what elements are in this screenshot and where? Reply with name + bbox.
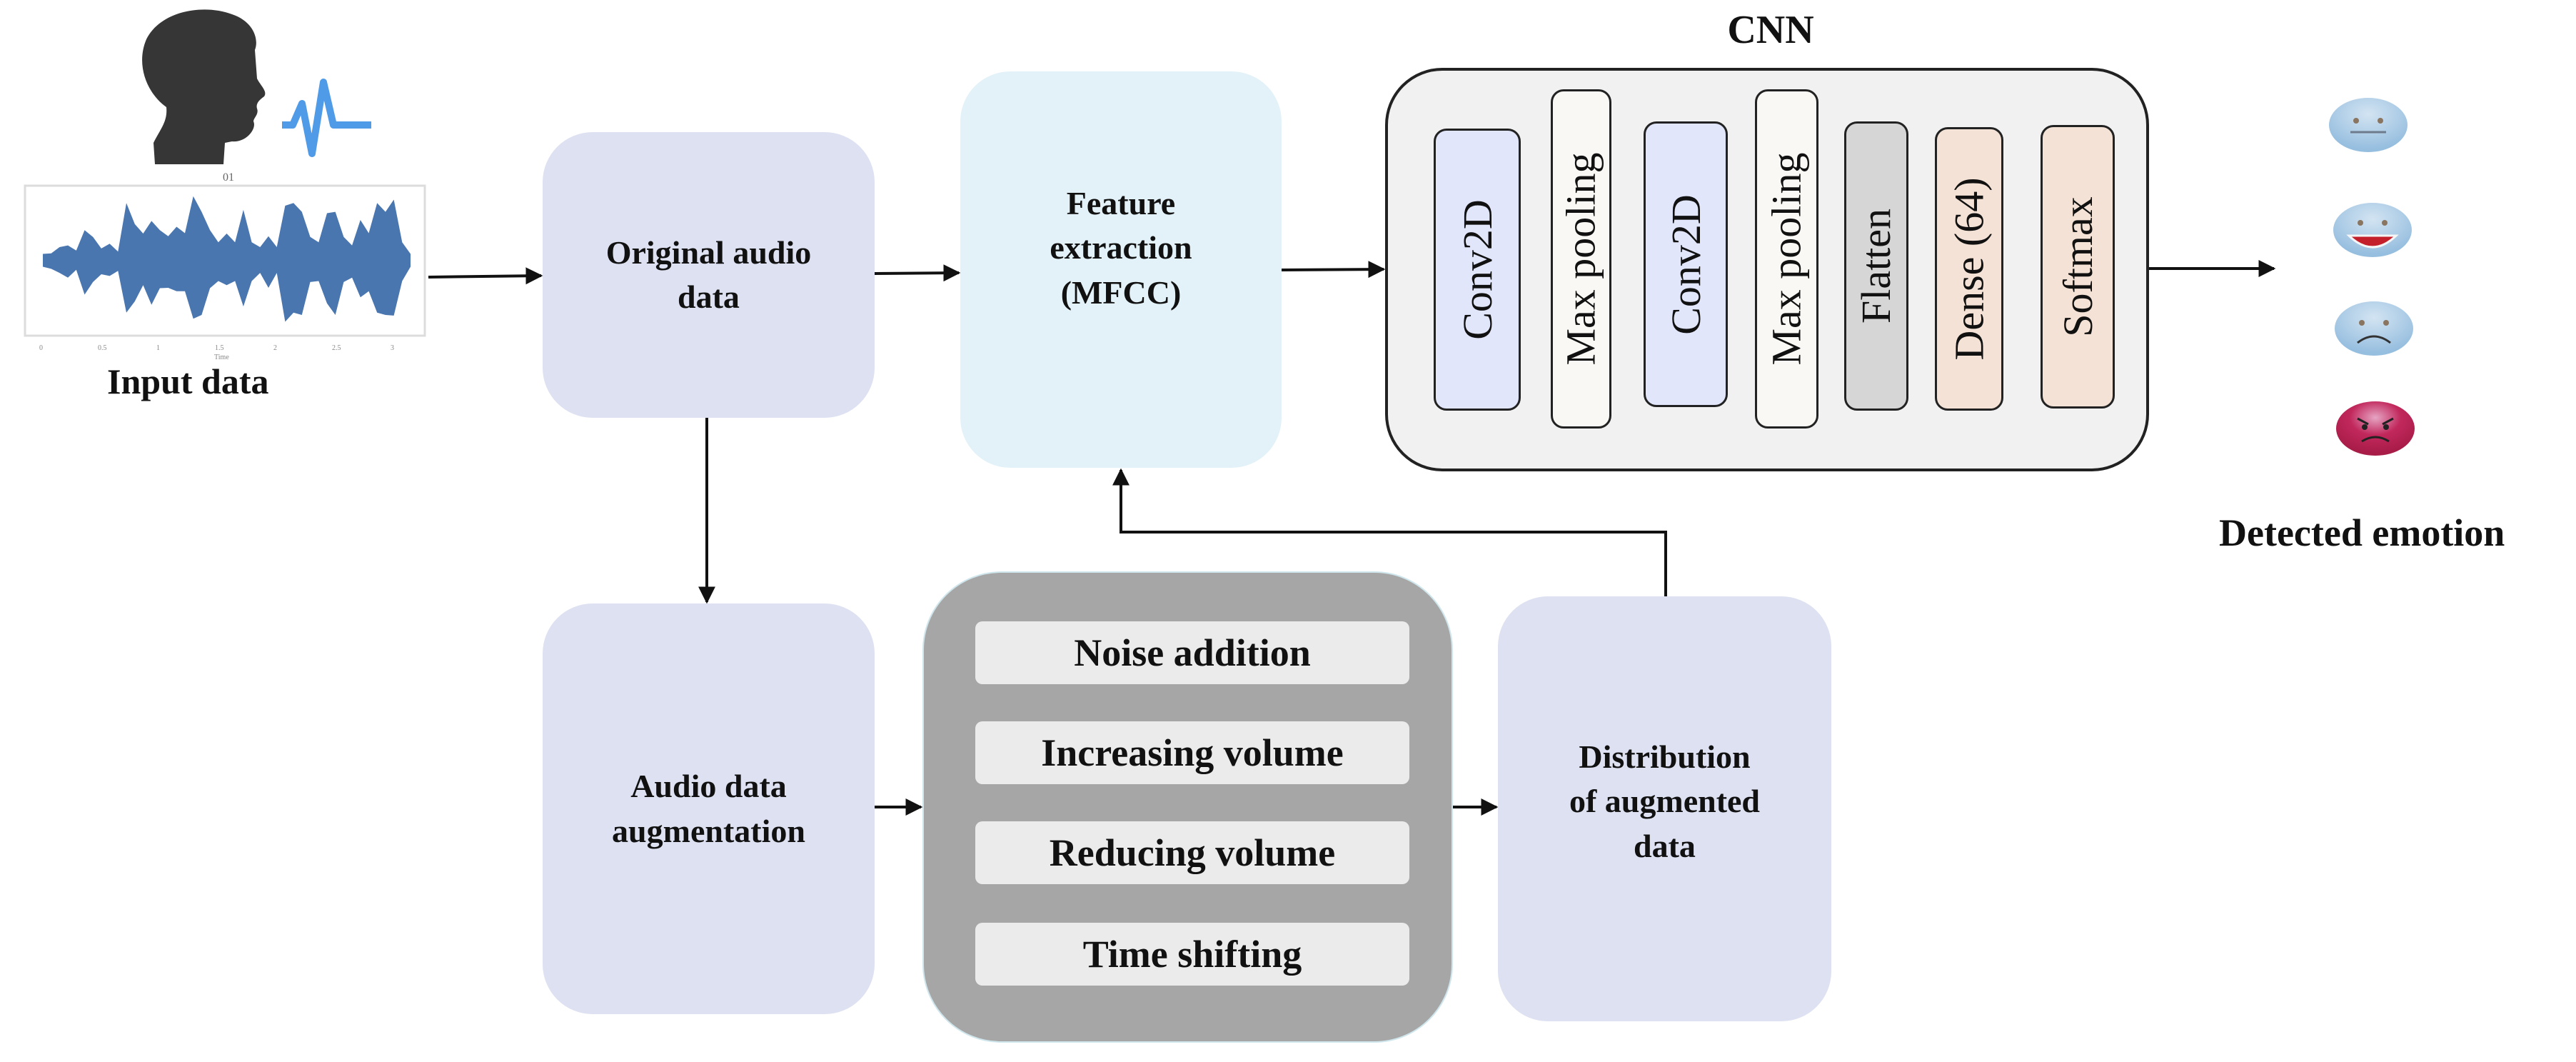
- sad-face-icon: [2335, 301, 2413, 356]
- arrow-input-to-original: [428, 267, 543, 285]
- waveform-x-tick: 3: [391, 344, 394, 352]
- waveform-title: 01: [223, 171, 234, 184]
- input-data-label: Input data: [107, 361, 269, 401]
- neutral-face-icon: [2329, 98, 2408, 152]
- voice-pulse-icon: [282, 79, 371, 157]
- waveform-x-tick: 1: [156, 344, 160, 352]
- angry-face-icon: [2336, 401, 2415, 456]
- cnn-title: CNN: [1727, 8, 1814, 52]
- audio-augmentation-label: Audio data augmentation: [612, 768, 805, 849]
- augmentation-method: Noise addition: [975, 621, 1409, 684]
- distribution-node: Distribution of augmented data: [1498, 596, 1831, 1021]
- cnn-layer-flatten: Flatten: [1844, 121, 1908, 411]
- augmentation-method: Reducing volume: [975, 821, 1409, 884]
- feature-extraction-node: Feature extraction (MFCC): [960, 71, 1282, 468]
- original-audio-label: Original audio data: [605, 234, 812, 315]
- original-audio-node: Original audio data: [543, 132, 875, 418]
- waveform-x-tick: 2.5: [332, 344, 341, 352]
- audio-augmentation-node: Audio data augmentation: [543, 603, 875, 1014]
- waveform-signal: [43, 196, 411, 322]
- waveform-x-tick: 0: [39, 344, 43, 352]
- waveform-x-tick: 0.5: [98, 344, 107, 352]
- happy-face-icon: [2333, 203, 2412, 257]
- cnn-layer-conv2d: Conv2D: [1644, 121, 1728, 407]
- cnn-layer-max-pooling: Max pooling: [1551, 89, 1611, 429]
- augmentation-method: Time shifting: [975, 923, 1409, 986]
- distribution-label: Distribution of augmented data: [1569, 738, 1761, 864]
- cnn-layer-max-pooling: Max pooling: [1755, 89, 1818, 429]
- feature-extraction-label: Feature extraction (MFCC): [1050, 185, 1192, 311]
- waveform-x-label: Time: [214, 354, 229, 361]
- arrow-distribution-to-feature: [1112, 468, 1667, 596]
- detected-emotion-label: Detected emotion: [2219, 511, 2505, 554]
- cnn-layer-dense-64: Dense (64): [1935, 127, 2003, 411]
- cnn-layer-softmax: Softmax: [2041, 125, 2115, 409]
- arrow-feature-to-cnn: [1281, 261, 1386, 279]
- augmentation-methods-container: Noise addition Increasing volume Reducin…: [922, 571, 1453, 1043]
- cnn-layer-conv2d: Conv2D: [1434, 129, 1521, 411]
- arrow-original-to-feature: [874, 264, 961, 282]
- person-speaking-icon: [142, 9, 371, 164]
- waveform-x-tick: 1.5: [215, 344, 224, 352]
- waveform-x-tick: 2: [273, 344, 277, 352]
- augmentation-method: Increasing volume: [975, 721, 1409, 784]
